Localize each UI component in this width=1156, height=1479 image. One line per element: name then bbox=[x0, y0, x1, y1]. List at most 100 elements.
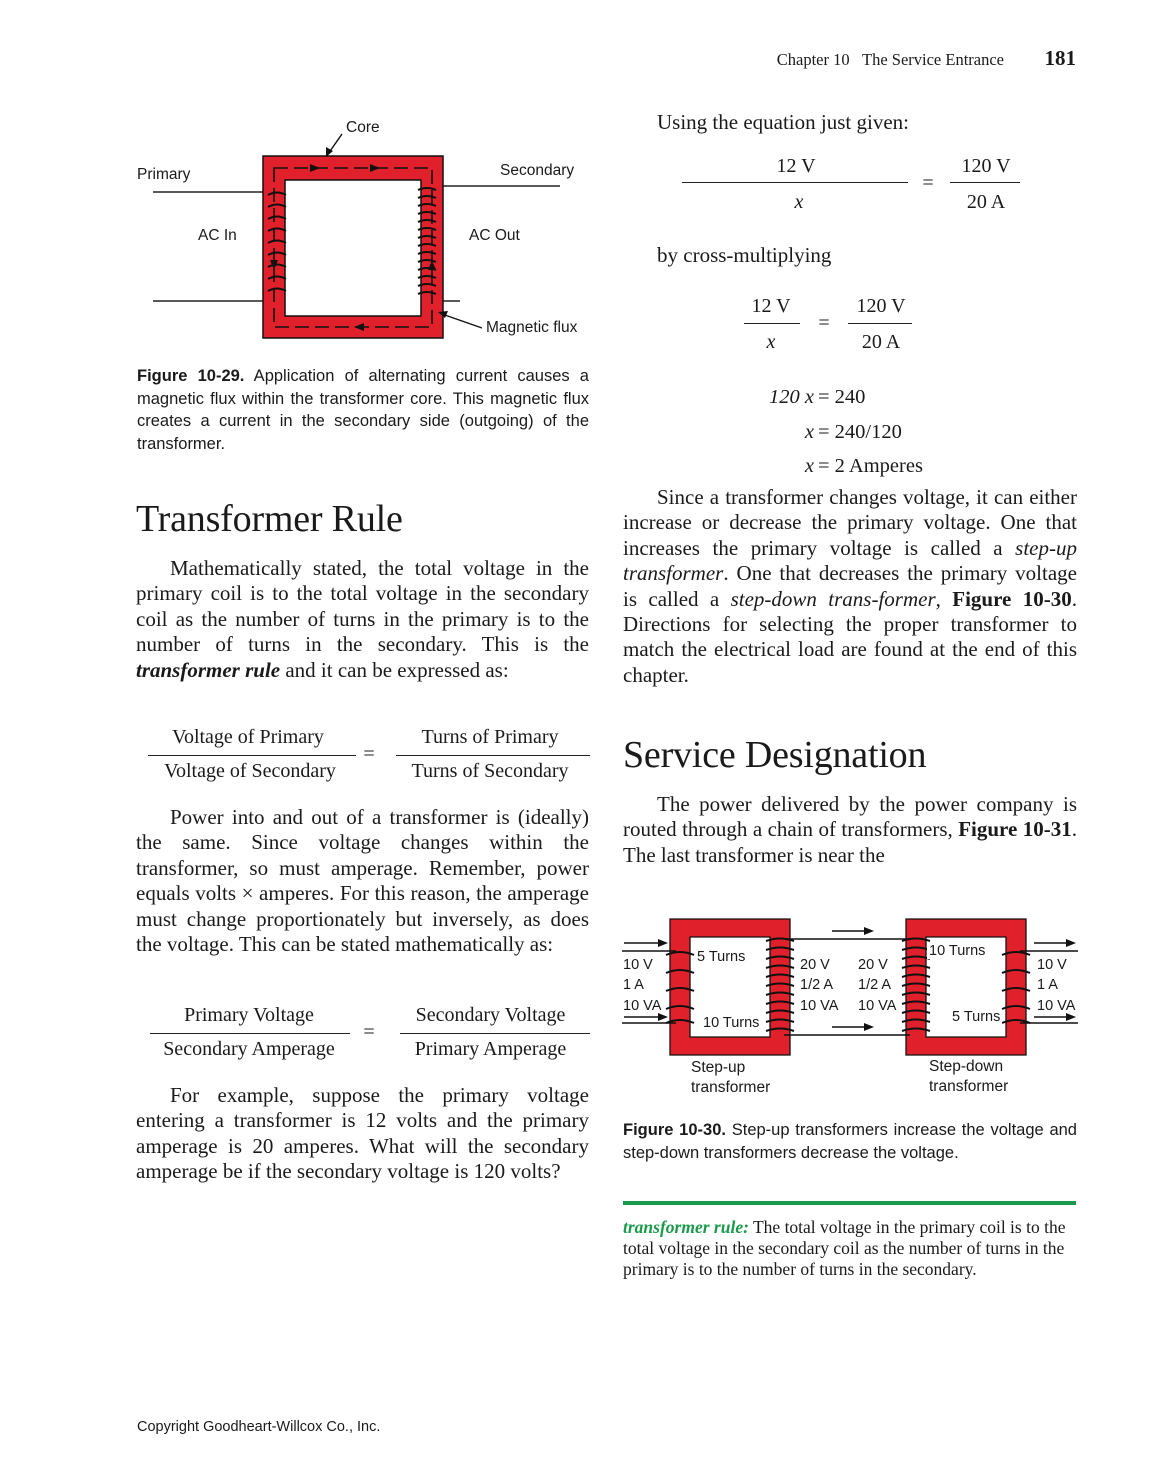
glossary-term: transformer rule: bbox=[623, 1217, 749, 1237]
glossary-definition: The total voltage in the primary coil is… bbox=[623, 1217, 1066, 1279]
step-row: x = 240/120 bbox=[700, 415, 960, 450]
copyright: Copyright Goodheart-Willcox Co., Inc. bbox=[137, 1419, 381, 1435]
in-current: 1 A bbox=[623, 977, 644, 993]
glossary-rule bbox=[623, 1201, 1076, 1205]
eq1-equals: = bbox=[363, 743, 375, 765]
stepdown-primary-turns: 10 Turns bbox=[927, 943, 988, 959]
equation-transformer-rule: Voltage of Primary Voltage of Secondary … bbox=[144, 726, 594, 786]
term-step-down: step-down trans-former bbox=[730, 586, 936, 611]
solution-steps: 120 x = 240 x = 240/120 x = 2 Amperes bbox=[700, 380, 960, 484]
eq2-den-left: Secondary Amperage bbox=[163, 1038, 335, 1060]
equation-example-1: 12 V x = 120 V 20 A bbox=[682, 155, 1022, 217]
eq4-den-left: x bbox=[766, 331, 776, 353]
equation-amperage: Primary Voltage Secondary Amperage = Sec… bbox=[148, 1004, 598, 1064]
step-rhs: = 2 Amperes bbox=[818, 455, 923, 477]
figure-10-29-caption: Figure 10-29. Application of alternating… bbox=[137, 365, 589, 455]
eq1-den-left: Voltage of Secondary bbox=[164, 760, 336, 782]
eq1-num-right: Turns of Primary bbox=[421, 726, 559, 748]
step-lhs: x bbox=[804, 455, 814, 477]
step-lhs: x bbox=[804, 420, 814, 443]
eq4-equals: = bbox=[818, 312, 830, 334]
figure-10-30: 10 V 1 A 10 VA 5 Turns 10 Turns 20 V 1/2… bbox=[620, 915, 1090, 1105]
caption-text: Step-up transformers increase the voltag… bbox=[623, 1121, 1077, 1162]
cross-multiplying-text: by cross-multiplying bbox=[657, 243, 832, 267]
mid-left-power: 10 VA bbox=[800, 998, 839, 1014]
running-head: Chapter 10 The Service Entrance 181 bbox=[0, 46, 1076, 70]
stepup-label-line1: Step-up bbox=[691, 1059, 746, 1076]
eq4-bar-right bbox=[848, 323, 912, 324]
page-number: 181 bbox=[1044, 46, 1077, 70]
mid-right-current: 1/2 A bbox=[858, 977, 892, 993]
eq2-equals: = bbox=[363, 1021, 375, 1043]
mid-right-voltage: 20 V bbox=[858, 957, 888, 973]
stepdown-label-line1: Step-down bbox=[929, 1058, 1004, 1075]
eq4-num-right: 120 V bbox=[856, 295, 906, 317]
eq3-bar-right bbox=[950, 182, 1020, 183]
term-step-up: step-up transformer bbox=[623, 535, 1077, 586]
paragraph-step-up-down: Since a transformer changes voltage, it … bbox=[623, 485, 1077, 687]
step-rhs: = 240 bbox=[818, 386, 866, 408]
mid-left-voltage: 20 V bbox=[800, 957, 830, 973]
eq1-bar-left bbox=[148, 755, 356, 756]
stepup-primary-turns: 5 Turns bbox=[695, 949, 748, 965]
step-row: x = 2 Amperes bbox=[700, 449, 960, 484]
eq1-num-left: Voltage of Primary bbox=[172, 726, 324, 748]
figure-ref-10-31: Figure 10-31 bbox=[958, 817, 1072, 842]
secondary-label: Secondary bbox=[500, 162, 575, 179]
eq2-den-right: Primary Amperage bbox=[414, 1038, 567, 1060]
intro-text: Using the equation just given: bbox=[657, 110, 909, 134]
eq3-equals: = bbox=[922, 172, 934, 194]
figure-ref-10-30: Figure 10-30 bbox=[952, 586, 1072, 611]
core-label: Core bbox=[346, 119, 380, 136]
stepdown-secondary-turns: 5 Turns bbox=[950, 1009, 1003, 1025]
eq1-den-right: Turns of Secondary bbox=[411, 760, 569, 782]
in-voltage: 10 V bbox=[623, 957, 653, 973]
eq4-num-left: 12 V bbox=[751, 295, 791, 317]
paragraph-example: For example, suppose the primary voltage… bbox=[136, 1083, 589, 1184]
caption-text: Application of alternating current cause… bbox=[137, 367, 589, 453]
equation-example-2: 12 V x = 120 V 20 A bbox=[744, 295, 919, 357]
in-power: 10 VA bbox=[623, 998, 662, 1014]
magnetic-flux-label: Magnetic flux bbox=[486, 319, 578, 336]
ac-out-label: AC Out bbox=[469, 227, 520, 244]
eq3-den-right: 20 A bbox=[966, 191, 1006, 213]
out-power: 10 VA bbox=[1037, 998, 1076, 1014]
eq1-bar-right bbox=[396, 755, 590, 756]
eq4-bar-left bbox=[744, 323, 800, 324]
step-rhs: = 240/120 bbox=[818, 420, 902, 443]
eq3-num-left: 12 V bbox=[776, 155, 816, 177]
paragraph-power: Power into and out of a transformer is (… bbox=[136, 805, 589, 957]
out-current: 1 A bbox=[1037, 977, 1058, 993]
caption-label: Figure 10-29. bbox=[137, 367, 245, 385]
eq4-den-right: 20 A bbox=[861, 331, 901, 353]
figure-10-30-caption: Figure 10-30. Step-up transformers incre… bbox=[623, 1119, 1077, 1164]
figure-10-29: Core Primary Secondary AC In AC Out Magn… bbox=[130, 110, 600, 350]
eq3-bar-left bbox=[682, 182, 908, 183]
caption-label: Figure 10-30. bbox=[623, 1121, 726, 1139]
step-transformers-diagram bbox=[622, 918, 1078, 1056]
mid-left-current: 1/2 A bbox=[800, 977, 834, 993]
chapter-label: Chapter 10 The Service Entrance bbox=[776, 50, 1004, 69]
mid-right-power: 10 VA bbox=[858, 998, 897, 1014]
out-voltage: 10 V bbox=[1037, 957, 1067, 973]
transformer-core-diagram bbox=[153, 133, 560, 339]
ac-in-label: AC In bbox=[198, 227, 237, 244]
term-transformer-rule: transformer rule bbox=[136, 657, 281, 682]
eq2-num-left: Primary Voltage bbox=[184, 1004, 314, 1026]
paragraph-service: The power delivered by the power company… bbox=[623, 792, 1077, 867]
stepup-secondary-turns: 10 Turns bbox=[701, 1015, 762, 1031]
stepup-label-line2: transformer bbox=[691, 1079, 771, 1096]
stepdown-label-line2: transformer bbox=[929, 1078, 1009, 1095]
primary-label: Primary bbox=[137, 166, 191, 183]
step-row: 120 x = 240 bbox=[700, 380, 960, 415]
step-lhs: 120 x bbox=[769, 386, 814, 408]
section-heading-transformer-rule: Transformer Rule bbox=[136, 498, 403, 540]
eq3-den-left: x bbox=[794, 191, 804, 213]
section-heading-service-designation: Service Designation bbox=[623, 734, 927, 776]
eq2-num-right: Secondary Voltage bbox=[415, 1004, 566, 1026]
eq2-bar-left bbox=[150, 1033, 350, 1034]
glossary-entry: transformer rule: The total voltage in t… bbox=[623, 1217, 1076, 1280]
eq2-bar-right bbox=[400, 1033, 590, 1034]
paragraph-transformer-rule: Mathematically stated, the total voltage… bbox=[136, 556, 589, 682]
eq3-num-right: 120 V bbox=[961, 155, 1011, 177]
